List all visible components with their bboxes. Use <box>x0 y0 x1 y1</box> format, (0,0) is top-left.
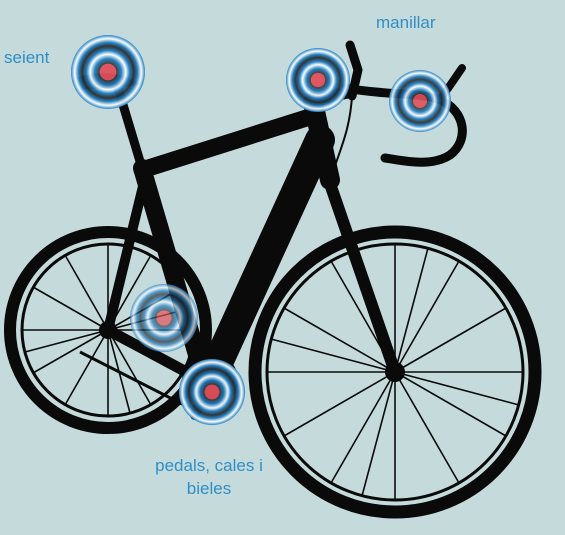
seat-label: seient <box>4 47 49 70</box>
pedals-label-line1: pedals, cales i <box>140 455 278 478</box>
handlebar-stem-target <box>286 48 350 112</box>
crank-target <box>130 284 198 352</box>
seat-target <box>71 35 145 109</box>
handlebar-label: manillar <box>376 12 436 35</box>
pedal-target <box>179 359 245 425</box>
pedals-label-line2: bieles <box>140 478 278 501</box>
handlebar-drops-target <box>389 70 451 132</box>
pedals-label: pedals, cales i bieles <box>140 455 278 501</box>
